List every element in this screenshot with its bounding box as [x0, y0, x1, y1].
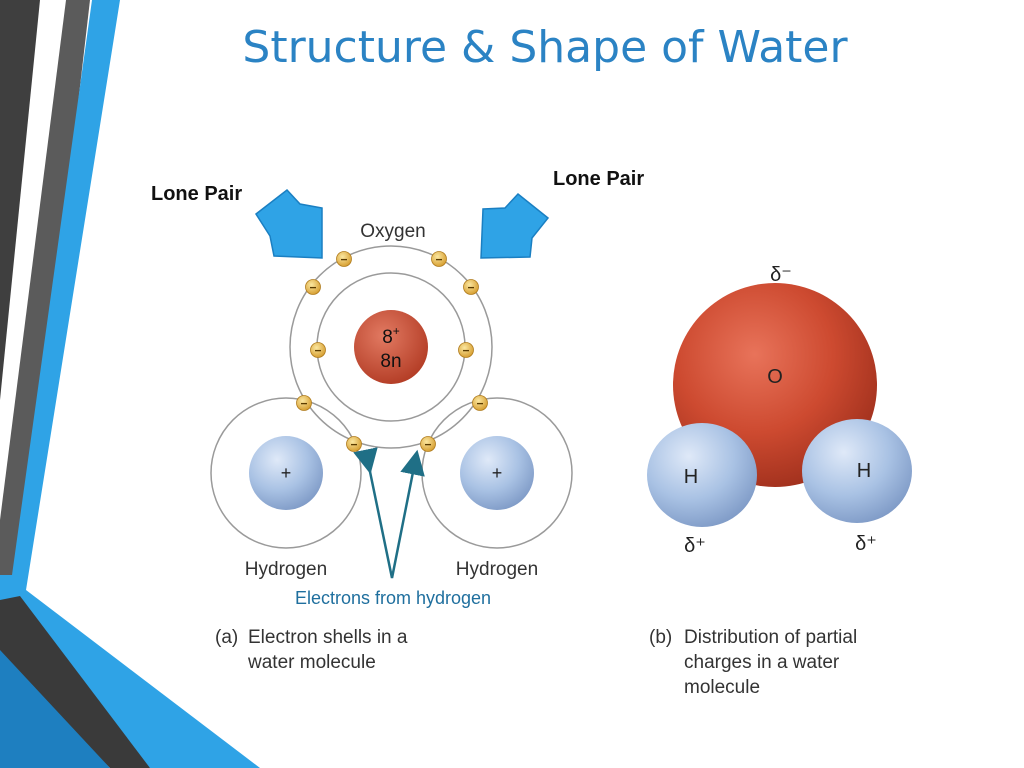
electron-sign: −	[462, 344, 469, 358]
electron	[305, 279, 321, 295]
stripe-blue-vertical	[0, 0, 120, 590]
electron-sign: −	[340, 253, 347, 267]
caption-a-line2: water molecule	[247, 652, 376, 673]
hydrogen-right-plus: +	[492, 463, 503, 483]
oxygen-symbol: O	[767, 366, 783, 388]
electron	[336, 251, 352, 267]
stripe-dark-outer	[0, 0, 40, 400]
oxygen-nucleus	[354, 310, 428, 384]
hydrogen-left-symbol: H	[684, 466, 698, 488]
hydrogen-left-nucleus	[249, 436, 323, 510]
caption-b-line2: charges in a water	[684, 652, 840, 673]
hydrogen-right-label: Hydrogen	[456, 559, 538, 580]
delta-minus: δ⁻	[770, 264, 792, 286]
nucleus-charge: 8	[382, 327, 393, 348]
electron-sign: −	[467, 281, 474, 295]
slide-title: Structure & Shape of Water	[242, 22, 848, 73]
hydrogen-left-sphere	[647, 423, 757, 527]
electrons-from-hydrogen-arrows	[353, 447, 425, 579]
electron	[431, 251, 447, 267]
caption-b-marker: (b)	[649, 627, 672, 648]
delta-plus-right: δ⁺	[855, 533, 877, 555]
electron	[296, 395, 312, 411]
hydrogen-left-plus: +	[281, 463, 292, 483]
electron-sign: −	[476, 397, 483, 411]
electron	[310, 342, 326, 358]
hydrogen-right-sphere	[802, 419, 912, 523]
nucleus-charge-label: 8+	[382, 324, 400, 348]
caption-b-line3: molecule	[684, 677, 760, 698]
electron	[472, 395, 488, 411]
electron-sign: −	[435, 253, 442, 267]
stripe-gray	[0, 0, 90, 588]
hydrogen-right-symbol: H	[857, 460, 871, 482]
stripe-blue-diagonal	[0, 590, 260, 768]
hydrogen-left-label: Hydrogen	[245, 559, 327, 580]
caption-b-line1: Distribution of partial	[684, 627, 857, 648]
electron-sign: −	[424, 438, 431, 452]
electron	[346, 436, 362, 452]
lone-pair-left-label: Lone Pair	[151, 183, 243, 205]
lone-pair-right-label: Lone Pair	[553, 168, 645, 190]
electron	[463, 279, 479, 295]
oxygen-label: Oxygen	[360, 221, 425, 242]
electron-group: − − − − − − − − − −	[296, 251, 488, 452]
lone-pair-right-arrow	[480, 192, 550, 259]
nucleus-neutrons-label: 8n	[380, 351, 401, 372]
caption-a-marker: (a)	[215, 627, 238, 648]
stripe-dark-diagonal	[0, 596, 150, 768]
stripe-blue-bottom	[0, 650, 110, 768]
electron-sign: −	[300, 397, 307, 411]
electron	[458, 342, 474, 358]
electron	[420, 436, 436, 452]
electron-sign: −	[309, 281, 316, 295]
hydrogen-right-nucleus	[460, 436, 534, 510]
caption-a-line1: Electron shells in a	[248, 627, 408, 648]
delta-plus-left: δ⁺	[684, 535, 706, 557]
lone-pair-left-arrow	[255, 188, 323, 259]
electrons-from-hydrogen-label: Electrons from hydrogen	[295, 588, 491, 608]
nucleus-charge-sign: +	[393, 324, 400, 338]
electron-sign: −	[314, 344, 321, 358]
electron-sign: −	[350, 438, 357, 452]
